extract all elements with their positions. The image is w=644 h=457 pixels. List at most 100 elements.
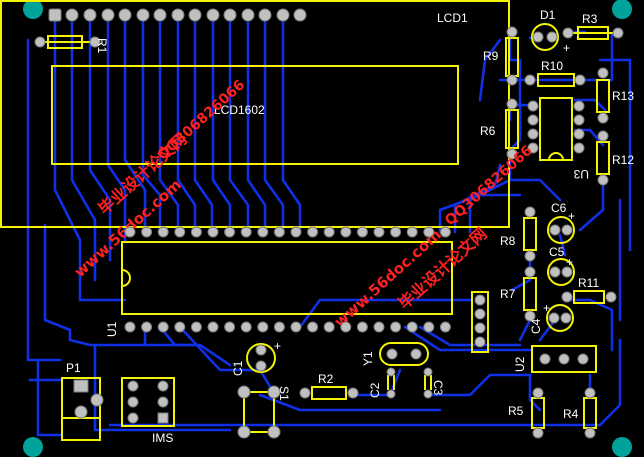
u1-pin xyxy=(356,321,368,333)
mounting-hole-bottom-right xyxy=(612,437,632,457)
capacitor-c2: C2 xyxy=(368,367,396,399)
r6-label: R6 xyxy=(480,124,496,138)
u1-pin xyxy=(157,321,169,333)
resistor-r4: R4 xyxy=(563,387,597,439)
r9-label: R9 xyxy=(483,49,499,63)
u1-label: U1 xyxy=(105,321,119,337)
u1-pin xyxy=(406,321,418,333)
resistor-r12: R12 xyxy=(596,130,634,186)
switch-ims: IMS xyxy=(121,377,175,445)
u1-pin xyxy=(290,321,302,333)
resistor-r9: R9 xyxy=(483,26,519,86)
u1-pin xyxy=(373,321,385,333)
u1-microcontroller: U1 xyxy=(105,241,453,337)
s1-label: S1 xyxy=(277,386,291,401)
u1-pin xyxy=(439,321,451,333)
p1-label: P1 xyxy=(66,361,81,375)
resistor-r8: R8 xyxy=(500,206,537,262)
header-4pin xyxy=(471,291,489,353)
u1-pin xyxy=(190,226,202,238)
u1-pin xyxy=(307,226,319,238)
u1-pin xyxy=(190,321,202,333)
u1-pin xyxy=(323,321,335,333)
r11-label: R11 xyxy=(578,276,599,290)
resistor-r7: R7 xyxy=(500,266,537,322)
c1-plus: + xyxy=(274,339,281,353)
u3-label: U3 xyxy=(573,167,589,181)
resistor-r1: R1 xyxy=(34,35,109,54)
r7-label: R7 xyxy=(500,287,516,301)
r8-label: R8 xyxy=(500,234,516,248)
u1-pin xyxy=(439,226,451,238)
u1-pin xyxy=(207,321,219,333)
resistor-r13: R13 xyxy=(596,67,634,124)
lcd1-outline xyxy=(0,0,510,228)
mounting-hole-bottom-left xyxy=(23,437,43,457)
c6-plus: + xyxy=(568,209,575,223)
capacitor-c1: C1 + xyxy=(231,339,281,376)
u1-pin xyxy=(273,226,285,238)
d1-label: D1 xyxy=(540,8,556,22)
y1-label: Y1 xyxy=(361,351,375,366)
u1-pin xyxy=(340,321,352,333)
u1-pin xyxy=(224,226,236,238)
u1-pin xyxy=(356,226,368,238)
r2-label: R2 xyxy=(318,372,334,386)
u1-pin xyxy=(307,321,319,333)
c4-plus: + xyxy=(543,301,550,315)
u1-pin xyxy=(124,321,136,333)
lcd-header-pads xyxy=(48,8,307,22)
c5-plus: + xyxy=(566,255,573,269)
u1-pin xyxy=(141,226,153,238)
u1-pin xyxy=(390,226,402,238)
resistor-r10: R10 xyxy=(524,59,586,87)
c6-label: C6 xyxy=(551,201,567,215)
u1-pin xyxy=(240,226,252,238)
d1-plus: + xyxy=(563,41,570,55)
lcd1-label: LCD1 xyxy=(437,11,468,25)
mounting-holes xyxy=(23,0,632,457)
u1-pin xyxy=(224,321,236,333)
capacitor-c5: C5 + xyxy=(547,245,575,286)
u1-pin xyxy=(124,226,136,238)
c3-label: C3 xyxy=(431,380,445,396)
resistor-r3: R3 xyxy=(562,12,624,40)
c1-label: C1 xyxy=(231,360,245,376)
r3-label: R3 xyxy=(582,12,598,26)
u1-pin xyxy=(257,226,269,238)
crystal-y1: Y1 xyxy=(361,342,429,366)
r10-label: R10 xyxy=(541,59,563,73)
c5-label: C5 xyxy=(549,245,565,259)
u1-pin xyxy=(257,321,269,333)
c4-label: C4 xyxy=(529,318,543,334)
ims-label: IMS xyxy=(152,431,173,445)
u2-label: U2 xyxy=(513,356,527,372)
r13-label: R13 xyxy=(612,89,634,103)
r5-label: R5 xyxy=(508,404,524,418)
c2-label: C2 xyxy=(368,382,382,398)
capacitor-c4: C4 + xyxy=(529,301,574,334)
r12-label: R12 xyxy=(612,153,634,167)
resistor-r5: R5 xyxy=(508,387,545,439)
switch-s1: S1 xyxy=(237,385,291,439)
u1-pin xyxy=(340,226,352,238)
resistor-r6: R6 xyxy=(480,98,519,160)
u1-pin xyxy=(423,226,435,238)
lcd1602-label: LCD1602 xyxy=(214,103,265,117)
u1-pin xyxy=(323,226,335,238)
u1-pin xyxy=(406,226,418,238)
mounting-hole-top-right xyxy=(612,0,632,19)
mounting-hole-top-left xyxy=(23,0,43,19)
r1-label: R1 xyxy=(95,38,109,54)
r4-label: R4 xyxy=(563,407,579,421)
u1-pin xyxy=(390,321,402,333)
watermark-qq-left: QQ306826066 xyxy=(155,77,249,163)
lcd1602-window xyxy=(51,65,459,165)
lcd-module: LCD1 LCD1602 xyxy=(0,0,510,228)
u1-pin xyxy=(141,321,153,333)
u1-pin xyxy=(373,226,385,238)
u1-pin xyxy=(174,226,186,238)
u1-pin xyxy=(207,226,219,238)
u1-pin xyxy=(273,321,285,333)
